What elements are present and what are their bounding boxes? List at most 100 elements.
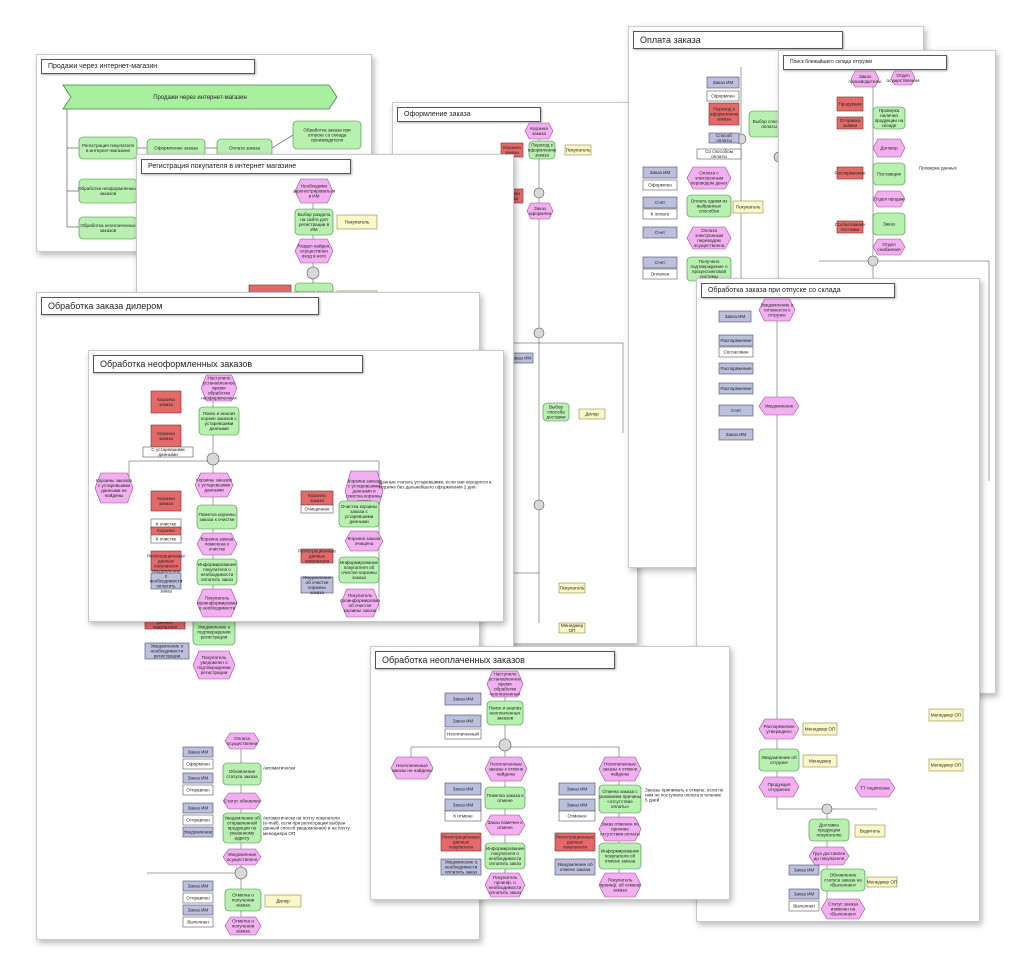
info-node: Заказ ИМ: [444, 692, 482, 706]
event-shape: [224, 916, 262, 936]
info-node: Распоряжение: [718, 382, 754, 395]
function-label: Оформление заказа: [154, 146, 198, 151]
event-shape: [854, 778, 896, 798]
status-label: К очистке: [156, 522, 177, 527]
info-shape: [444, 714, 482, 728]
function-label: Заказ: [883, 222, 895, 227]
xor-connector: [533, 187, 545, 199]
note-node: Автоматически: [263, 766, 296, 771]
diagram-canvas: [62, 84, 338, 228]
status-shape: [444, 728, 482, 740]
sheet-title: Обработка неоформленных заказов: [93, 355, 363, 373]
data-label: Продукция: [839, 102, 862, 107]
event-shape: [872, 238, 906, 256]
status-label: Выполнен: [187, 920, 209, 925]
sheet-title: Оформление заказа: [397, 107, 541, 122]
org-label: Покупатель: [560, 586, 585, 591]
status-label: Оформлен: [711, 94, 735, 99]
info-label: Уведомление: [184, 830, 213, 835]
function-shape: [542, 402, 570, 422]
note-node: Автоматически на почту покупателя(e-mail…: [263, 816, 350, 836]
function-shape: [484, 842, 526, 870]
org-node: Покупатель: [732, 200, 764, 214]
org-shape: [802, 754, 838, 768]
org-node: Водитель: [854, 824, 886, 838]
status-label: Отправлен: [186, 896, 210, 901]
function-shape: [872, 212, 906, 236]
function-shape: [338, 500, 380, 528]
info-label: Заказ ИМ: [453, 719, 474, 724]
event-shape: [484, 756, 528, 782]
function-shape: [820, 868, 866, 892]
event-shape: [200, 374, 238, 402]
info-label: Заказ ИМ: [453, 787, 474, 792]
sheet-title: Оплата заказа: [633, 31, 843, 49]
function-shape: [294, 208, 334, 236]
org-shape: [558, 622, 586, 634]
event-label: ТТ подписана: [860, 786, 890, 791]
status-node: Выполнен: [182, 916, 214, 928]
status-shape: [696, 148, 742, 160]
event-node: Отдел продаж: [872, 190, 906, 208]
function-shape: [222, 762, 262, 786]
function-shape: [686, 194, 732, 218]
org-label: Менеджер ОП: [805, 727, 835, 732]
function-shape: [758, 748, 800, 772]
status-node: Неоплаченный: [444, 728, 482, 740]
event-shape: [484, 814, 526, 836]
sheet-title: Обработка заказа при отпуске со склада: [701, 283, 895, 298]
data-shape: [836, 220, 864, 234]
node-layer: Продажи через интернет-магазинРегистраци…: [78, 95, 362, 240]
org-shape: [732, 200, 764, 214]
org-node: Покупатель: [558, 582, 586, 594]
info-shape: [150, 572, 182, 590]
info-shape: [642, 166, 678, 179]
event-shape: [872, 190, 906, 208]
function-shape: [78, 136, 138, 160]
event-shape: [340, 588, 380, 618]
info-node: Заказ ИМ: [444, 714, 482, 728]
org-node: Менеджер ОП: [928, 758, 964, 772]
info-label: Заказ ИМ: [453, 697, 474, 702]
info-label: Счет: [655, 260, 666, 265]
event-node: Уведомление: [758, 396, 800, 416]
status-label: К отмене: [453, 814, 473, 819]
status-label: Оформлен: [648, 183, 672, 188]
function-node: Оплата заказа: [216, 138, 273, 158]
